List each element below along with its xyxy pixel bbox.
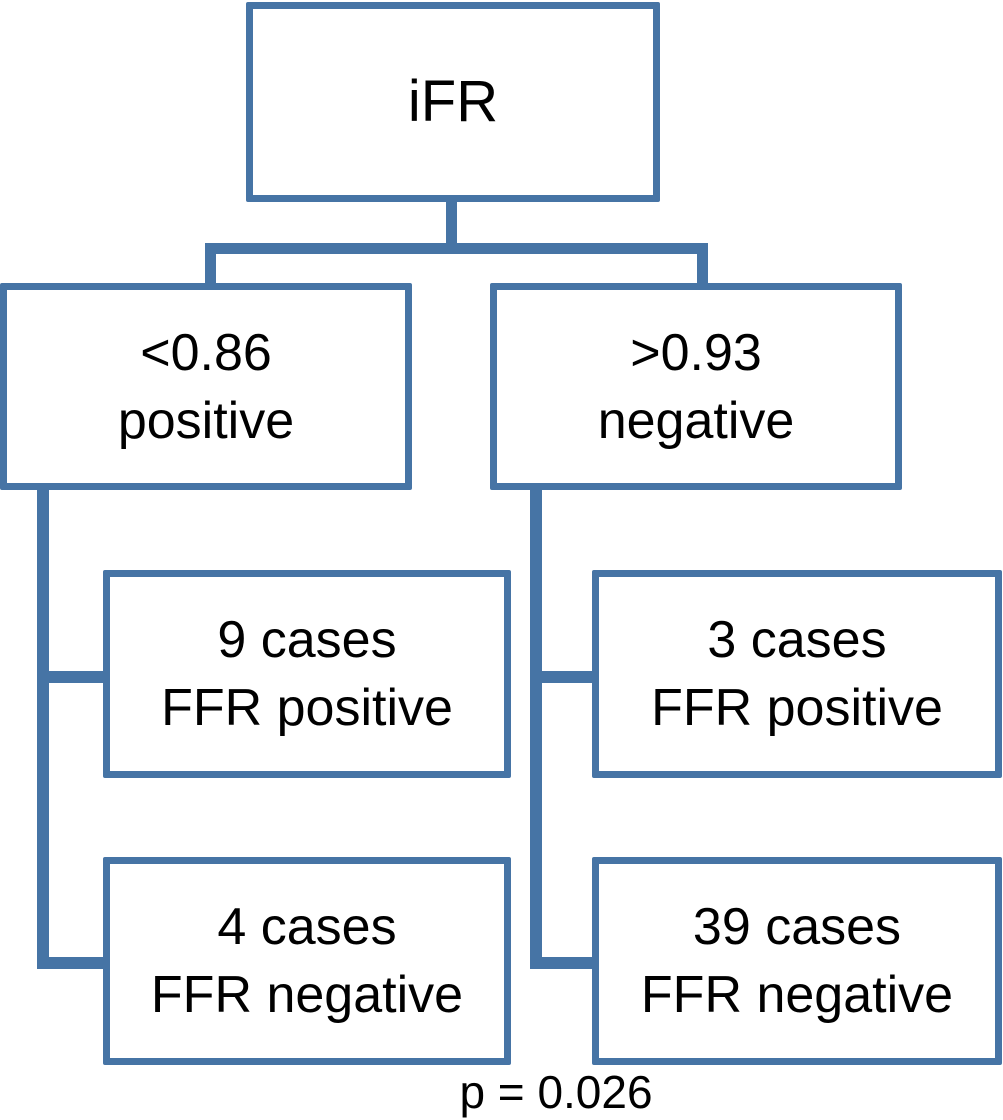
left-ffr-negative-count: 4 cases [217, 898, 397, 956]
node-right-ffr-negative: 39 cases FFR negative [592, 857, 1002, 1065]
connector-left-child2-stub [43, 957, 106, 969]
left-ffr-negative-result: FFR negative [150, 966, 464, 1024]
node-left-ffr-negative: 4 cases FFR negative [103, 857, 511, 1065]
connector-left-child1-stub [43, 671, 106, 683]
branch-positive-classification: positive [117, 391, 295, 450]
node-branch-negative: >0.93 negative [490, 283, 902, 490]
branch-positive-threshold: <0.86 [140, 323, 272, 382]
connector-right-branch-drop [697, 243, 708, 289]
node-right-ffr-positive: 3 cases FFR positive [592, 570, 1002, 778]
node-ifr-root-label: iFR [407, 69, 499, 134]
node-branch-positive: <0.86 positive [0, 283, 412, 490]
connector-right-child1-stub [536, 671, 596, 683]
branch-negative-classification: negative [597, 391, 795, 450]
node-ifr-root: iFR [246, 2, 660, 202]
connector-left-vertical [37, 484, 49, 969]
left-ffr-positive-count: 9 cases [217, 611, 397, 669]
connector-branch-horizontal [205, 243, 708, 254]
right-ffr-positive-count: 3 cases [707, 611, 887, 669]
right-ffr-negative-count: 39 cases [692, 898, 902, 956]
right-ffr-negative-result: FFR negative [640, 966, 954, 1024]
right-ffr-positive-result: FFR positive [651, 679, 943, 737]
connector-right-child2-stub [536, 957, 596, 969]
node-left-ffr-positive: 9 cases FFR positive [103, 570, 511, 778]
p-value-label: p = 0.026 [459, 1066, 653, 1118]
connector-left-branch-drop [205, 243, 216, 289]
left-ffr-positive-result: FFR positive [161, 679, 453, 737]
connector-root-stem [446, 200, 457, 250]
branch-negative-threshold: >0.93 [630, 323, 762, 382]
connector-right-vertical [530, 484, 542, 969]
